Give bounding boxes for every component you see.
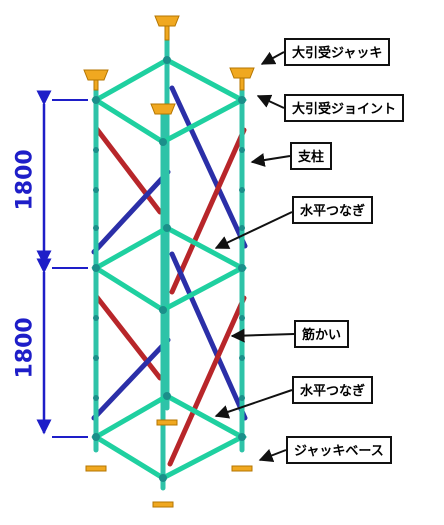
leader-arrows [214,51,295,463]
label-horizontal-tie-lower: 水平つなぎ [292,376,374,404]
jack-heads [83,15,255,115]
couplers [92,56,246,482]
dimension-upper-label: 1800 [12,149,38,211]
dimension-upper [36,90,88,269]
label-jack-head: 大引受ジャッキ [284,38,391,66]
label-post: 支柱 [290,142,333,170]
label-horizontal-tie-upper: 水平つなぎ [292,196,374,224]
label-jack-base: ジャッキベース [286,436,392,464]
jack-bases [85,419,253,508]
dimension-lower-label: 1800 [12,317,38,379]
label-joist-joint: 大引受ジョイント [284,94,405,122]
dimension-lower [36,258,88,438]
label-brace: 筋かい [294,320,350,348]
braces [91,85,248,467]
